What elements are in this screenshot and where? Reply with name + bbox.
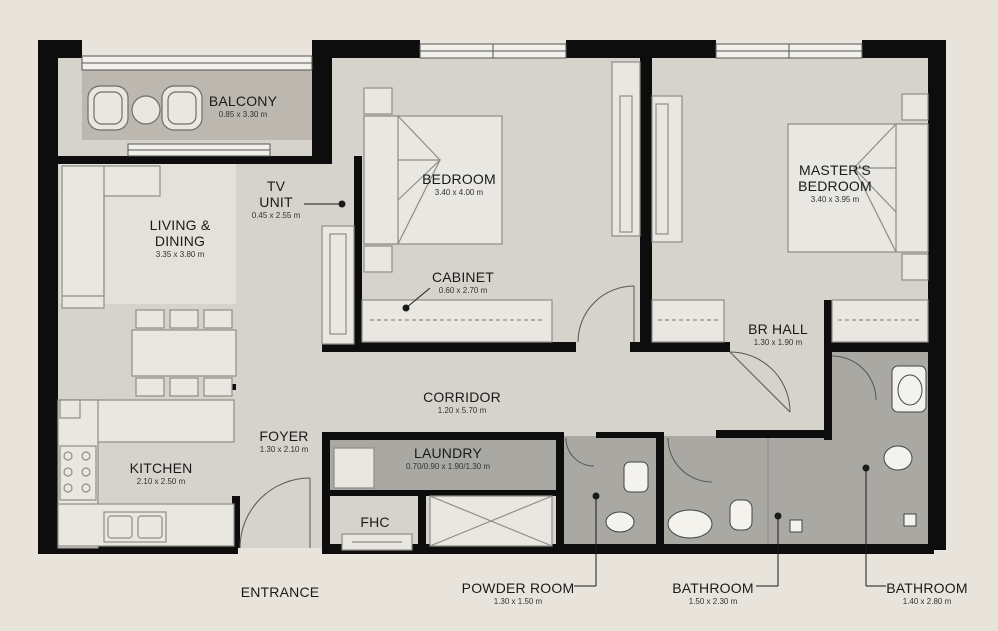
cabinet-name: CABINET: [431, 269, 495, 285]
entrance-name: ENTRANCE: [240, 584, 320, 600]
fhc-name: FHC: [360, 514, 390, 530]
master-wardrobe-right: [831, 299, 929, 343]
bedroom-name: BEDROOM: [422, 171, 496, 187]
powder-room-label: POWDER ROOM 1.30 x 1.50 m: [462, 580, 575, 608]
bedroom-wardrobe: [361, 299, 553, 343]
kitchen-dim: 2.10 x 2.50 m: [136, 477, 186, 486]
bathroom-1-label: BATHROOM 1.50 x 2.30 m: [672, 580, 753, 608]
entrance-label: ENTRANCE: [241, 584, 320, 600]
bathroom-1-dim: 1.50 x 2.30 m: [688, 597, 738, 606]
fhc-label: FHC: [360, 514, 389, 530]
master-wardrobe-left: [651, 299, 725, 343]
corridor-name: CORRIDOR: [423, 389, 501, 405]
dining-table: [131, 329, 237, 377]
master-bedroom-furniture: [651, 93, 929, 343]
bathroom-2-name: BATHROOM: [886, 580, 968, 596]
bathroom-2-label: BATHROOM 1.40 x 2.80 m: [886, 580, 967, 608]
powder-room-floor: [560, 436, 664, 548]
living-dim: 3.35 x 3.80 m: [155, 250, 205, 259]
laundry-fixtures: [333, 447, 553, 551]
corridor-label: CORRIDOR 1.20 x 5.70 m: [423, 389, 501, 417]
foyer-name: FOYER: [259, 428, 309, 444]
br-hall-label: BR HALL 1.30 x 1.90 m: [748, 321, 808, 349]
laundry-name: LAUNDRY: [413, 445, 483, 461]
tv-unit-name: TV UNIT: [259, 178, 293, 210]
cabinet-label: CABINET 0.60 x 2.70 m: [432, 269, 494, 297]
bathroom-1-name: BATHROOM: [672, 580, 754, 596]
bedroom-furniture: [361, 61, 641, 343]
powder-room-dim: 1.30 x 1.50 m: [493, 597, 543, 606]
kitchen-name: KITCHEN: [129, 460, 193, 476]
foyer-label: FOYER 1.30 x 2.10 m: [259, 428, 308, 456]
cabinet-dim: 0.60 x 2.70 m: [438, 286, 488, 295]
foyer-dim: 1.30 x 2.10 m: [259, 445, 309, 454]
corridor-dim: 1.20 x 5.70 m: [437, 406, 487, 415]
living-name: LIVING & DINING: [149, 217, 211, 249]
tv-unit-label: TV UNIT 0.45 x 2.55 m: [252, 178, 300, 222]
living-furniture: [61, 165, 355, 397]
master-bedroom-dim: 3.40 x 3.95 m: [810, 195, 860, 204]
balcony-chairs: [87, 85, 203, 131]
balcony-label: BALCONY 0.85 x 3.30 m: [209, 93, 277, 121]
br-hall-dim: 1.30 x 1.90 m: [753, 338, 803, 347]
balcony-dim: 0.85 x 3.30 m: [218, 110, 268, 119]
living-label: LIVING & DINING 3.35 x 3.80 m: [150, 217, 211, 261]
bedroom-label: BEDROOM 3.40 x 4.00 m: [422, 171, 496, 199]
master-bedroom-label: MASTER'S BEDROOM 3.40 x 3.95 m: [798, 162, 872, 206]
master-bedroom-name: MASTER'S BEDROOM: [798, 162, 872, 194]
bathroom-fixtures: [605, 365, 927, 544]
laundry-dim: 0.70/0.90 x 1.90/1.30 m: [405, 462, 491, 471]
balcony-name: BALCONY: [208, 93, 278, 109]
tv-unit-dim: 0.45 x 2.55 m: [251, 211, 301, 220]
br-hall-name: BR HALL: [748, 321, 808, 337]
powder-room-name: POWDER ROOM: [461, 580, 575, 596]
doors: [239, 285, 877, 549]
walls: [38, 40, 946, 554]
bathroom-2-dim: 1.40 x 2.80 m: [902, 597, 952, 606]
leader-lines: [304, 200, 886, 587]
kitchen-counters: [57, 399, 235, 549]
bedroom-dim: 3.40 x 4.00 m: [434, 188, 484, 197]
laundry-label: LAUNDRY 0.70/0.90 x 1.90/1.30 m: [406, 445, 490, 473]
kitchen-label: KITCHEN 2.10 x 2.50 m: [130, 460, 193, 488]
windows: [81, 43, 863, 157]
